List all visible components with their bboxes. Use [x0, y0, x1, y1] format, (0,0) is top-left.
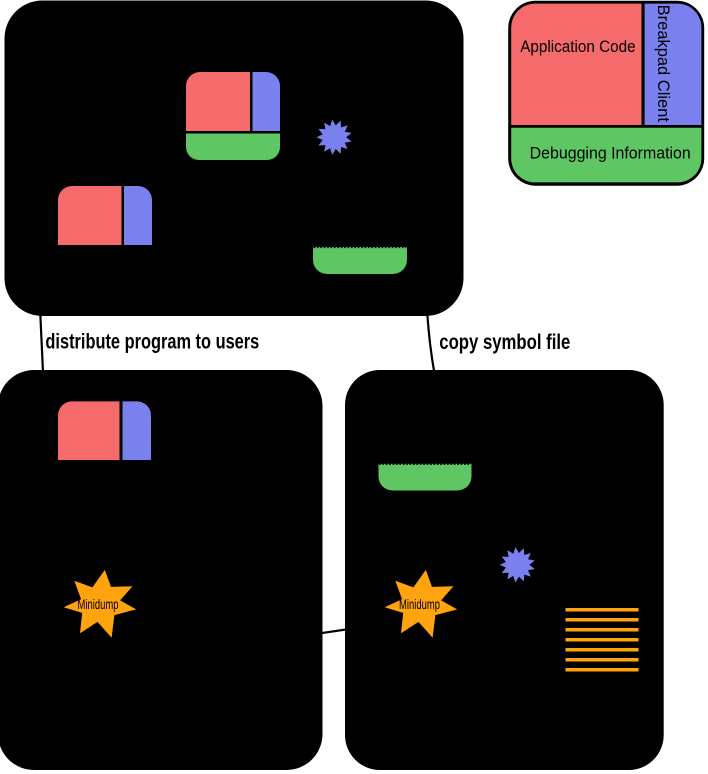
svg-text:Minidump: Minidump	[399, 597, 440, 612]
svg-text:copy symbol file: copy symbol file	[439, 331, 570, 354]
svg-text:Breakpad Client: Breakpad Client	[654, 5, 673, 123]
svg-text:Minidump: Minidump	[78, 597, 119, 612]
svg-text:distribute program to users: distribute program to users	[45, 330, 259, 354]
svg-text:Debugging Information: Debugging Information	[530, 144, 691, 163]
svg-text:Application Code: Application Code	[520, 37, 635, 56]
